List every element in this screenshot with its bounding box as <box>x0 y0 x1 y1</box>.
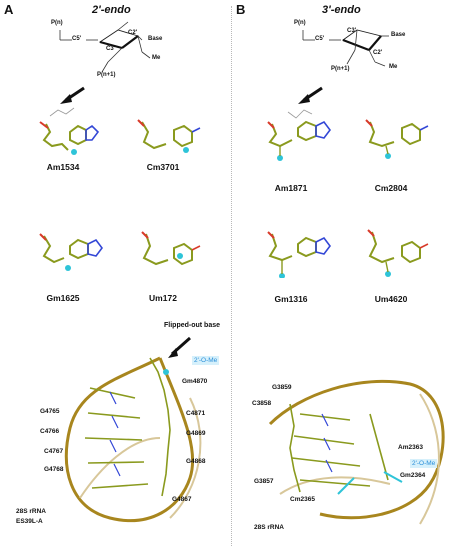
pucker-arrow-a <box>49 86 85 117</box>
residue-label-am1534: Am1534 <box>46 162 80 172</box>
ome-badge-a: 2'-O-Me <box>192 356 220 365</box>
label-g4765: G4765 <box>40 408 60 415</box>
residue-gm1316-svg <box>267 231 331 279</box>
residue-am1534-svg <box>39 121 100 155</box>
residue-label-gm1625: Gm1625 <box>46 293 80 303</box>
sugar-b-base: Base <box>391 32 406 38</box>
sugar-pucker-svg-a <box>59 21 151 73</box>
residue-model <box>358 112 438 162</box>
residue-model <box>30 228 110 278</box>
label-cm2365: Cm2365 <box>290 496 315 503</box>
sugar-a-c2: C2' <box>128 30 138 36</box>
panel-b-title: 3'-endo <box>322 4 361 16</box>
sugar-b-p-top: P(n) <box>294 20 306 26</box>
residue-label-gm1316: Gm1316 <box>274 294 308 304</box>
sugar-a-c5: C5' <box>72 36 82 42</box>
residue-label-am1871: Am1871 <box>274 183 308 193</box>
label-am2363: Am2363 <box>398 444 423 451</box>
residue-um4620-svg <box>367 229 429 277</box>
label-g3859: G3859 <box>272 384 292 391</box>
panel-a-title: 2'-endo <box>92 4 131 16</box>
sugar-a-p-bottom: P(n+1) <box>97 72 116 78</box>
ome-badge-b: 2'-O-Me <box>410 459 438 468</box>
sugar-b-me: Me <box>389 64 398 70</box>
label-g4869: G4869 <box>186 430 206 437</box>
residue-model <box>358 228 438 278</box>
sugar-pucker-diagram-a: P(n) C5' C3' C2' Base Me P(n+1) <box>42 18 182 98</box>
sugar-pucker-diagram-b: P(n) C5' C3' C2' Base Me P(n+1) <box>285 18 425 98</box>
residue-cm2804-svg <box>365 119 429 159</box>
structure-a-svg <box>64 336 202 523</box>
label-c4766: C4766 <box>40 428 60 435</box>
residue-um172-svg <box>141 231 201 266</box>
residue-label-um4620: Um4620 <box>374 294 408 304</box>
sugar-b-c2: C2' <box>373 50 383 56</box>
panel-divider <box>231 6 232 546</box>
structure-b-svg <box>268 379 445 525</box>
residue-label-cm2804: Cm2804 <box>374 183 408 193</box>
sugar-b-p-bottom: P(n+1) <box>331 66 350 72</box>
residue-am1871-svg <box>267 120 331 161</box>
flipped-out-base-callout: Flipped-out base <box>164 322 220 329</box>
sugar-a-me: Me <box>152 55 161 61</box>
pucker-arrow-b <box>287 86 323 119</box>
label-gm4870: Gm4870 <box>182 378 208 385</box>
sugar-a-c3: C3' <box>106 46 116 52</box>
residue-model <box>258 112 338 162</box>
panel-b-letter: B <box>236 2 246 17</box>
panel-a-letter: A <box>4 2 14 17</box>
label-c4871: C4871 <box>186 410 206 417</box>
residue-label-um172: Um172 <box>149 293 177 303</box>
label-c3858: C3858 <box>252 400 272 407</box>
residue-model <box>130 228 210 278</box>
sugar-b-c5: C5' <box>315 36 325 42</box>
caption-a-line2: ES39L-A <box>16 518 43 525</box>
residue-model <box>130 112 210 162</box>
label-g4867: G4867 <box>172 496 192 503</box>
caption-a-line1: 28S rRNA <box>16 508 46 515</box>
caption-b-line1: 28S rRNA <box>254 524 284 531</box>
label-gm2364: Gm2364 <box>400 472 426 479</box>
label-g3857: G3857 <box>254 478 274 485</box>
residue-cm3701-svg <box>137 119 201 153</box>
sugar-b-c3: C3' <box>347 28 357 34</box>
label-g4868: G4868 <box>186 458 206 465</box>
residue-label-cm3701: Cm3701 <box>146 162 180 172</box>
residue-model <box>258 228 338 279</box>
residue-gm1625-svg <box>39 233 103 271</box>
sugar-a-p-top: P(n) <box>51 20 63 26</box>
sugar-a-base: Base <box>148 36 163 42</box>
label-g4768: G4768 <box>44 466 64 473</box>
residue-model <box>30 112 110 162</box>
label-c4767: C4767 <box>44 448 64 455</box>
structure-a: Flipped-out base 2'-O-Me G4765 C4766 C47… <box>16 318 230 540</box>
sugar-pucker-svg-b <box>302 29 389 67</box>
structure-b: G3859 C3858 Am2363 G3857 Cm2365 Gm2364 2… <box>250 374 458 544</box>
